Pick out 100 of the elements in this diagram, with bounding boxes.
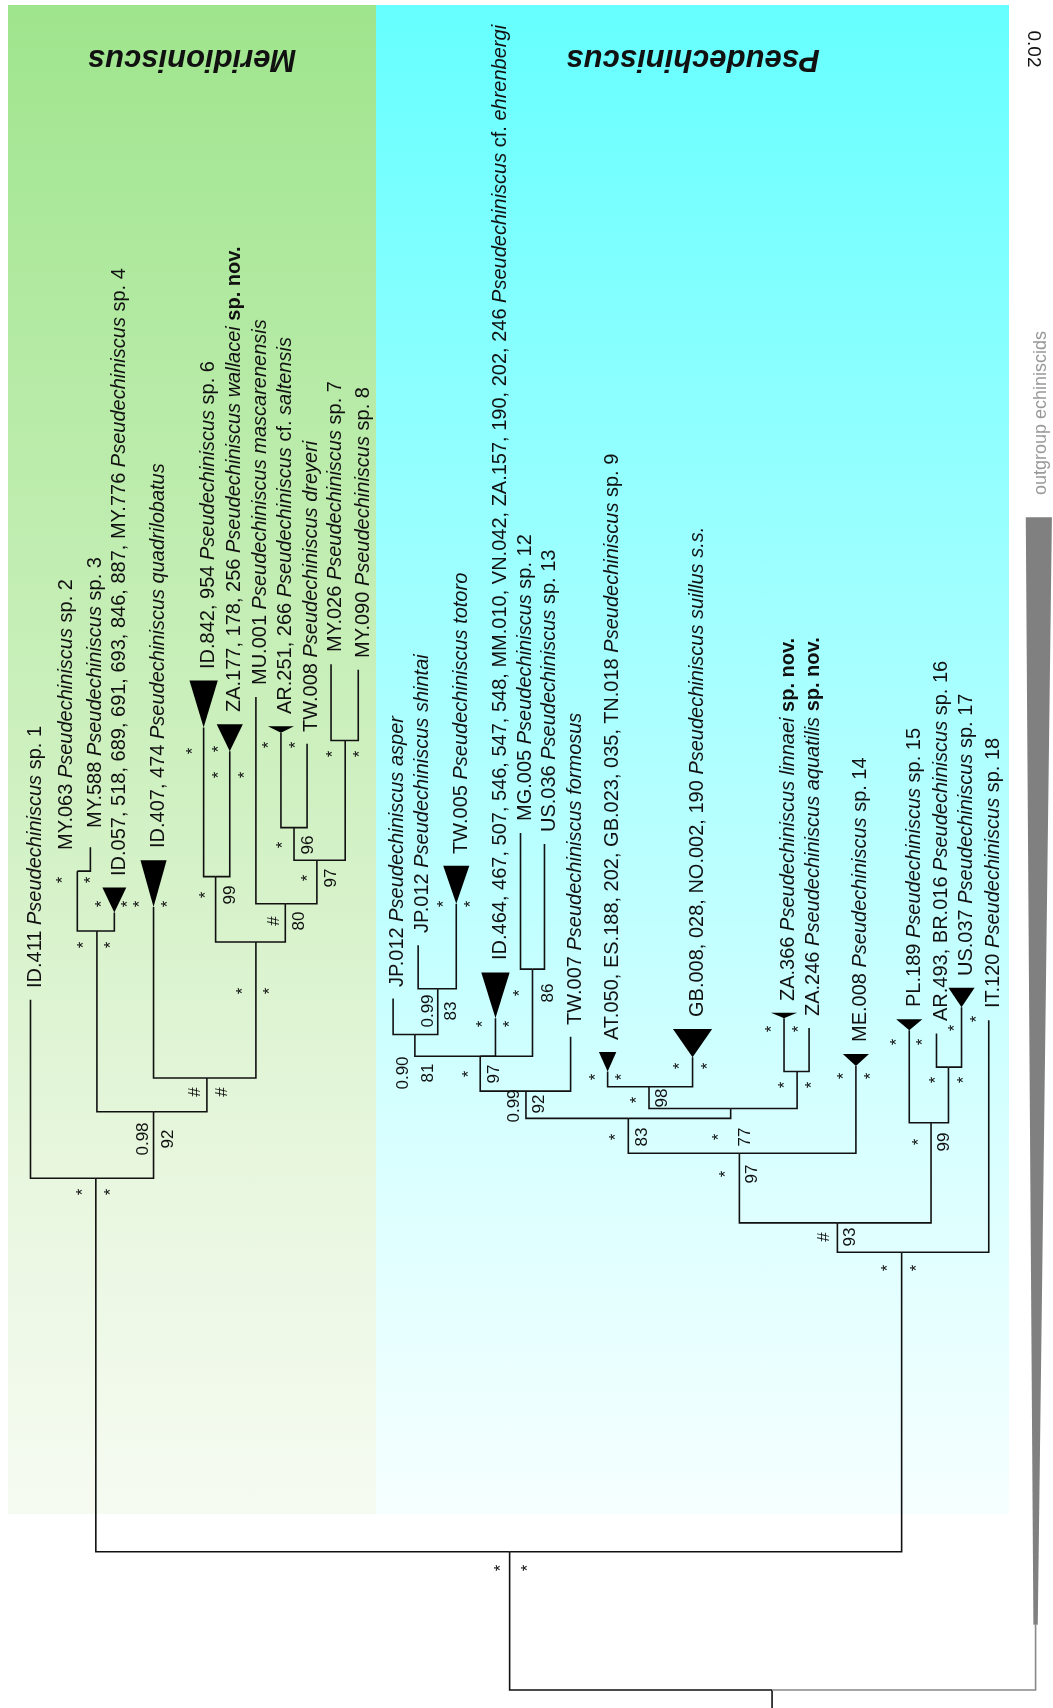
support-value: * <box>671 1062 688 1070</box>
support-value: * <box>101 941 119 949</box>
support-value: 96 <box>298 835 316 855</box>
support-value: * <box>350 750 368 757</box>
support-value: 99 <box>220 885 238 905</box>
support-value: * <box>53 876 71 884</box>
support-value: 77 <box>735 1127 753 1147</box>
taxon-label: ID.407, 474 Pseudechiniscus quadrilobatus <box>146 463 167 849</box>
support-value: # <box>264 916 282 926</box>
support-value: * <box>586 1073 604 1081</box>
support-value: 92 <box>158 1129 176 1149</box>
support-value: 80 <box>289 911 307 931</box>
taxon-label: MY.090 Pseudechiniscus sp. 8 <box>351 386 372 658</box>
support-value: * <box>196 891 214 899</box>
support-value: * <box>698 1062 716 1070</box>
clade-band <box>7 5 376 1514</box>
support-value: * <box>907 1264 925 1271</box>
support-value: * <box>789 1025 807 1033</box>
support-value: 83 <box>632 1127 650 1147</box>
taxon-label: TW.007 Pseudechiniscus formosus <box>563 712 584 1025</box>
support-value: * <box>158 900 176 908</box>
outgroup-label: outgroup echiniscids <box>1030 331 1049 496</box>
taxon-label: AR.493, BR.016 Pseudechiniscus sp. 16 <box>929 661 950 1022</box>
support-value: * <box>762 1025 780 1033</box>
support-value: * <box>861 1072 879 1080</box>
support-value: 98 <box>652 1088 670 1108</box>
support-value: 93 <box>840 1227 858 1247</box>
taxon-label: ID.842, 954 Pseudechiniscus sp. 6 <box>196 360 217 669</box>
support-value: * <box>775 1081 793 1088</box>
support-value: 0.99 <box>418 994 436 1028</box>
support-value: * <box>233 987 251 995</box>
support-value: 97 <box>321 868 339 888</box>
support-value: 99 <box>934 1132 952 1152</box>
taxon-label: PL.189 Pseudechiniscus sp. 15 <box>902 728 923 1008</box>
taxon-label: ID.464, 467, 507, 546, 547, 548, MM.010, VN.042, ZA.157, 190, 202, 246 Pseudechiniscus cf. ehrenbergi <box>488 25 509 961</box>
support-value: * <box>887 1038 905 1046</box>
support-value: 86 <box>538 983 556 1003</box>
support-value: * <box>298 874 316 881</box>
support-value: * <box>500 1020 518 1027</box>
support-value: * <box>273 841 291 849</box>
support-value: * <box>259 741 277 749</box>
support-value: * <box>459 1070 477 1077</box>
support-value: 97 <box>742 1164 760 1184</box>
support-value: * <box>434 900 452 908</box>
taxon-label: US.037 Pseudechiniscus sp. 17 <box>954 693 975 976</box>
support-value: * <box>612 1073 630 1081</box>
support-value: * <box>967 1015 985 1023</box>
taxon-label: GB.008, 028, NO.002, 190 Pseudechiniscus suillus s.s. <box>685 526 706 1018</box>
support-value: 92 <box>529 1094 547 1114</box>
taxon-label: ZA.246 Pseudechiniscus aquatilis sp. nov. <box>802 637 823 1016</box>
support-value: * <box>73 1189 91 1196</box>
taxon-label: MU.001 Pseudechiniscus mascarenensis <box>249 319 270 685</box>
support-value: * <box>183 748 201 755</box>
taxon-label: US.036 Pseudechiniscus sp. 13 <box>537 549 558 832</box>
support-value: * <box>235 772 253 779</box>
support-value: 0.98 <box>133 1122 151 1156</box>
taxon-label: MY.026 Pseudechiniscus sp. 7 <box>324 381 345 653</box>
support-value: * <box>491 1564 509 1572</box>
support-value: * <box>473 1020 491 1027</box>
support-value: * <box>926 1076 944 1084</box>
support-value: * <box>606 1133 624 1141</box>
taxon-label: JP.012 Pseudechiniscus shintai <box>411 654 432 934</box>
taxon-label: ME.008 Pseudechiniscus sp. 14 <box>849 757 870 1043</box>
support-value: * <box>74 941 92 949</box>
support-value: * <box>627 1096 645 1104</box>
support-value: * <box>209 745 227 753</box>
taxon-label: MG.005 Pseudechiniscus sp. 12 <box>513 534 534 822</box>
taxon-label: MY.588 Pseudechiniscus sp. 3 <box>83 556 104 828</box>
scale-value: 0.02 <box>1025 30 1044 68</box>
clade-name: Pseudechiniscus <box>565 44 820 76</box>
support-value: * <box>834 1072 852 1080</box>
support-value: * <box>323 750 341 757</box>
taxon-label: ZA.366 Pseudechiniscus linnaei sp. nov. <box>777 637 798 1001</box>
support-value: * <box>518 1564 536 1572</box>
support-value: 97 <box>484 1064 502 1084</box>
clade-band <box>375 5 1010 1514</box>
support-value: * <box>92 900 110 908</box>
taxon-label: ID.411 Pseudechiniscus sp. 1 <box>23 725 44 988</box>
support-value: * <box>913 1038 931 1046</box>
taxon-label: ZA.177, 178, 256 Pseudechiniscus wallacei sp. nov. <box>223 246 244 713</box>
support-value: * <box>945 1024 963 1032</box>
support-value: * <box>510 989 528 997</box>
support-value: * <box>81 876 99 884</box>
support-value: 81 <box>418 1063 436 1083</box>
taxon-label: MY.063 Pseudechiniscus sp. 2 <box>55 579 76 851</box>
taxon-label: ID.057, 518, 689, 691, 693, 846, 887, MY.776 Pseudechiniscus sp. 4 <box>107 267 128 876</box>
support-value: # <box>185 1087 203 1097</box>
support-value: * <box>260 987 278 995</box>
taxon-label: AT.050, ES.188, 202, GB.023, 035, TN.018 Pseudechiniscus sp. 9 <box>600 453 621 1040</box>
support-value: # <box>814 1232 832 1242</box>
support-value: * <box>716 1170 734 1178</box>
taxon-label: TW.005 Pseudechiniscus totoro <box>449 572 470 854</box>
support-value: * <box>954 1076 972 1084</box>
taxon-label: JP.012 Pseudechiniscus asper <box>386 715 407 987</box>
support-value: 0.90 <box>393 1056 411 1090</box>
taxon-label: IT.120 Pseudechiniscus sp. 18 <box>982 738 1002 1009</box>
taxon-label: TW.008 Pseudechiniscus dreyeri <box>300 440 321 732</box>
support-value: * <box>709 1133 727 1141</box>
support-value: * <box>209 772 227 779</box>
taxon-label: AR.251, 266 Pseudechiniscus cf. saltensis <box>274 337 295 715</box>
